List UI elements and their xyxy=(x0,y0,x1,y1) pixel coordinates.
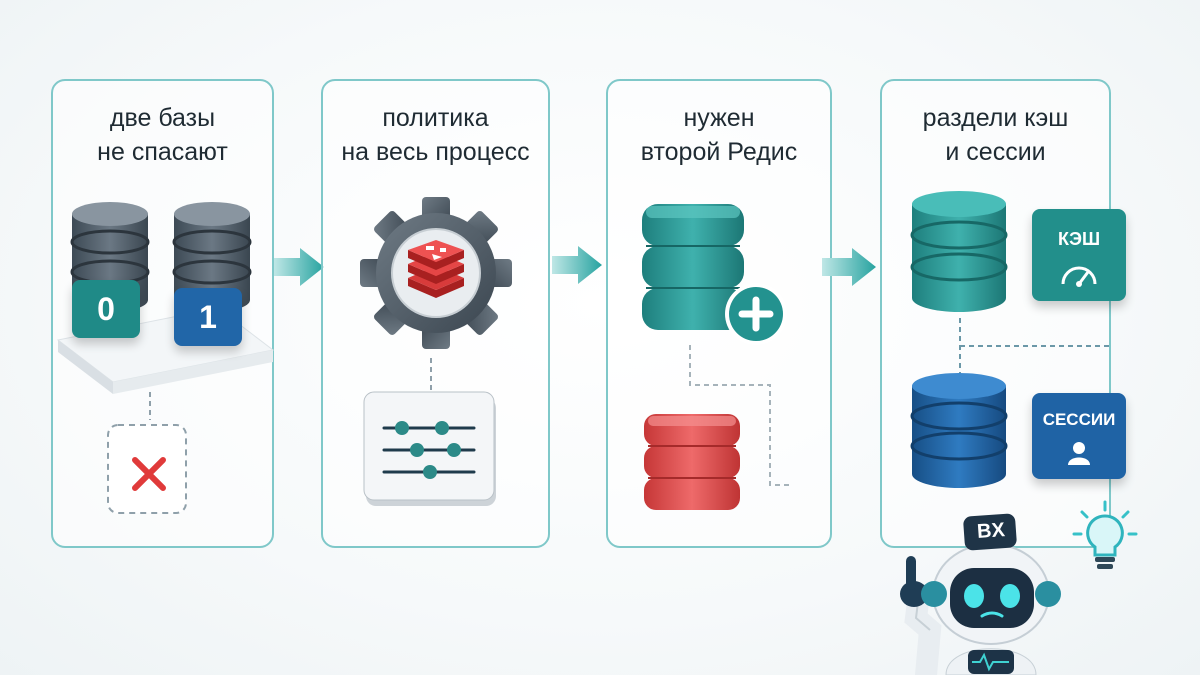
cross-icon xyxy=(132,457,166,491)
step-title-1: две базы не спасают xyxy=(97,104,228,166)
dashed-connector xyxy=(689,345,790,486)
database-icon xyxy=(642,204,744,330)
database-icon xyxy=(644,414,740,510)
speedometer-icon xyxy=(1061,266,1097,287)
user-icon xyxy=(1068,442,1090,465)
settings-sliders-icon xyxy=(363,391,496,506)
sessions-label: СЕССИИ xyxy=(1042,410,1116,429)
database-icon xyxy=(172,202,252,312)
dashed-connector xyxy=(430,358,432,392)
db-label-0: 0 xyxy=(72,280,140,338)
mascot-badge: BX xyxy=(976,519,1006,543)
lightbulb-icon xyxy=(1072,500,1138,569)
flow-arrow-1 xyxy=(274,248,324,286)
step-title-4: раздели кэш и сессии xyxy=(922,104,1069,166)
sessions-card: СЕССИИ xyxy=(1032,393,1126,479)
database-icon xyxy=(910,191,1008,312)
flow-arrow-3 xyxy=(822,248,876,286)
step-title-2: политика на весь процесс xyxy=(341,104,530,166)
cache-card: КЭШ xyxy=(1032,209,1126,301)
db-label-1: 1 xyxy=(174,288,242,346)
cache-label: КЭШ xyxy=(1057,229,1101,249)
redis-logo-icon xyxy=(408,240,464,298)
flow-arrow-2 xyxy=(552,246,602,284)
robot-mascot xyxy=(900,513,1061,675)
plus-icon xyxy=(725,283,787,345)
dashed-connector xyxy=(959,318,1112,374)
database-icon xyxy=(910,373,1008,488)
step-title-3: нужен второй Редис xyxy=(640,104,798,166)
